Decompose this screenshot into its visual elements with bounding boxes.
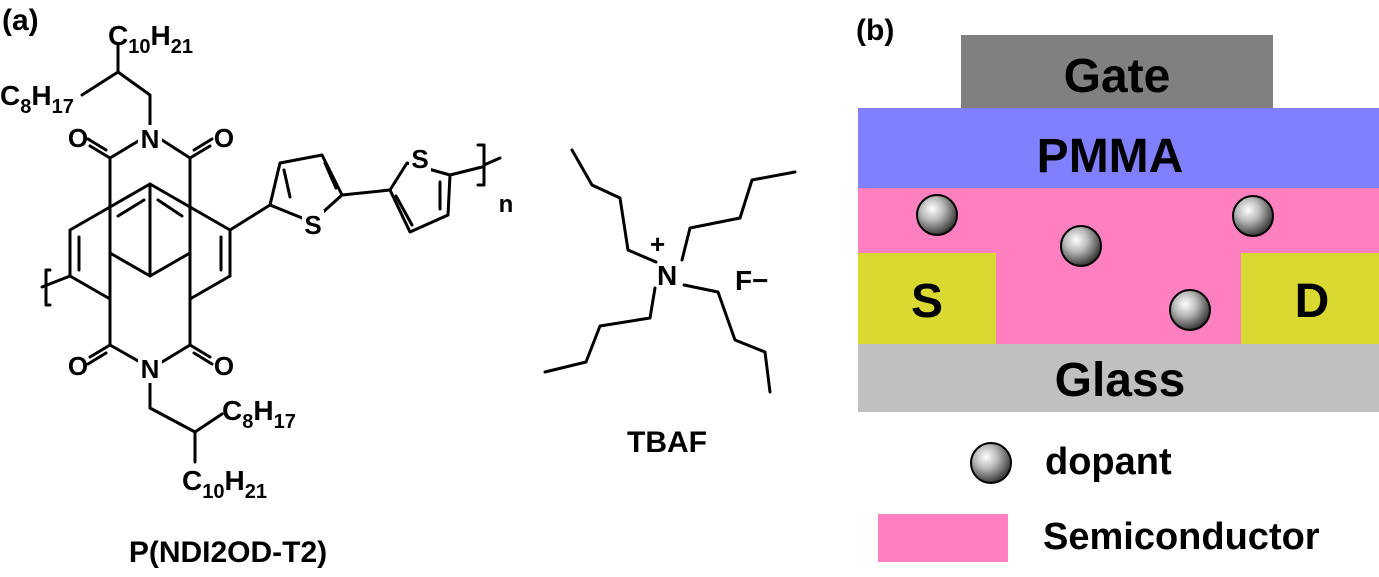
gate-layer [961, 35, 1273, 108]
thiophene-s1: S [304, 210, 321, 240]
quaternary-n: N [657, 260, 677, 291]
source-electrode [858, 253, 996, 344]
tbaf-atom-labels: N + F− [650, 229, 768, 296]
pmma-layer [858, 108, 1379, 188]
top-chain-c10h21: C10H21 [108, 20, 193, 58]
carbonyl-o4: O [214, 351, 234, 381]
imide-n-top: N [141, 124, 160, 154]
dopant-particle [1232, 195, 1274, 237]
legend-semiconductor-label: Semiconductor [1043, 516, 1320, 558]
polymer-name: P(NDI2OD-T2) [129, 536, 327, 569]
legend: dopant Semiconductor [878, 441, 1320, 562]
carbonyl-o3: O [68, 351, 88, 381]
ndi-atom-labels: N N O O O O S S n [68, 123, 513, 384]
pmma-label: PMMA [1037, 130, 1184, 183]
bottom-chain-c10h21: C10H21 [182, 465, 267, 503]
n-plus-charge: + [650, 229, 665, 259]
carbonyl-o1: O [68, 123, 88, 153]
glass-label: Glass [1055, 354, 1186, 407]
ndi-t2-structure-bonds [40, 43, 502, 464]
fluoride-anion: F− [735, 265, 768, 296]
dopant-particle [1060, 225, 1102, 267]
side-chain-labels: C10H21 C8H17 C8H17 C10H21 [0, 20, 296, 503]
legend-dopant-label: dopant [1045, 441, 1172, 483]
carbonyl-o2: O [214, 123, 234, 153]
top-chain-c8h17: C8H17 [0, 80, 74, 118]
layer-labels: Gate PMMA S D Glass [911, 50, 1329, 407]
dopant-particles [916, 194, 1274, 331]
imide-n-bottom: N [141, 354, 160, 384]
dopant-particle [916, 194, 958, 236]
legend-semiconductor-swatch [878, 514, 1008, 562]
dopant-particle [1169, 289, 1211, 331]
source-label: S [911, 275, 943, 328]
tbaf-structure-bonds [543, 148, 797, 394]
bottom-chain-c8h17: C8H17 [222, 395, 296, 433]
tbaf-name: TBAF [627, 426, 707, 459]
drain-label: D [1295, 275, 1330, 328]
panel-b-label: (b) [856, 14, 894, 47]
panel-a-label: (a) [2, 4, 39, 37]
gate-label: Gate [1064, 50, 1171, 103]
drain-electrode [1241, 253, 1379, 344]
device-stack [858, 35, 1379, 412]
legend-dopant-icon [970, 442, 1012, 484]
thiophene-s2: S [411, 144, 428, 174]
glass-substrate [858, 344, 1379, 412]
repeat-n: n [499, 191, 514, 218]
